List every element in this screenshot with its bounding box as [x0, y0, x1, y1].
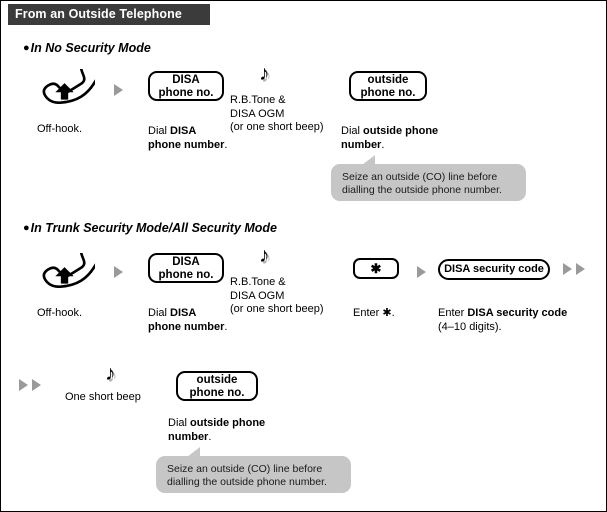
disa-box-line1: DISA — [172, 73, 200, 86]
outside-caption-1: Dial outside phone number. — [341, 125, 439, 151]
tone-caption-1: R.B.Tone & DISA OGM (or one short beep) — [230, 94, 324, 133]
bullet-icon-2: ● — [23, 222, 30, 234]
flow-arrow-2b — [417, 266, 426, 278]
tone-note-icon-2: ♪ — [259, 244, 270, 267]
callout-bubble-1: Seize an outside (CO) line before dialli… — [331, 155, 526, 201]
offhook-caption-1: Off-hook. — [37, 123, 83, 135]
continue-arrow-2a — [563, 263, 572, 275]
flow-arrow-2a — [114, 266, 123, 278]
tone-note-icon-1: ♪ — [259, 62, 270, 85]
section-heading-no-security: ●In No Security Mode — [23, 41, 151, 55]
continue-arrow-3b — [32, 379, 41, 391]
beep-note-icon: ♪ — [105, 362, 116, 385]
disa-phone-no-box-2: DISA phone no. — [148, 253, 224, 283]
outside-phone-no-box-1: outside phone no. — [349, 71, 427, 101]
outside-box-line1: outside — [367, 73, 409, 86]
disa-caption-2: Dial DISA phone number. — [148, 307, 228, 333]
disa-security-code-box: DISA security code — [438, 259, 550, 280]
disa-caption-1: Dial DISA phone number. — [148, 125, 228, 151]
figure-title: From an Outside Telephone — [8, 4, 210, 25]
offhook-caption-2: Off-hook. — [37, 307, 83, 319]
bullet-icon: ● — [23, 42, 30, 54]
bubble-tail-icon — [353, 155, 375, 165]
off-hook-handset-icon-2 — [42, 253, 95, 288]
bubble-tail-icon-2 — [178, 447, 200, 457]
callout-bubble-2: Seize an outside (CO) line before dialli… — [156, 447, 351, 493]
outside-caption-2: Dial outside phone number. — [168, 417, 266, 443]
star-key-box: ✱ — [353, 258, 399, 279]
outside-phone-no-box-2: outside phone no. — [176, 371, 258, 401]
star-glyph-icon: ✱ — [370, 261, 382, 276]
tone-caption-2: R.B.Tone & DISA OGM (or one short beep) — [230, 276, 324, 315]
flow-arrow-1a — [114, 84, 123, 96]
off-hook-handset-icon — [42, 69, 95, 104]
continue-arrow-3a — [19, 379, 28, 391]
section-heading-label: In No Security Mode — [30, 41, 151, 55]
outside-box-line2: phone no. — [360, 86, 416, 99]
beep-caption: One short beep — [65, 391, 141, 403]
disa-phone-no-box-1: DISA phone no. — [148, 71, 224, 101]
disa-box-line2: phone no. — [158, 86, 214, 99]
section-heading-label-2: In Trunk Security Mode/All Security Mode — [30, 221, 278, 235]
disa-security-code-caption: Enter DISA security code (4–10 digits). — [438, 307, 568, 333]
section-heading-trunk-security: ●In Trunk Security Mode/All Security Mod… — [23, 221, 277, 235]
star-caption: Enter ✱. — [353, 307, 395, 319]
continue-arrow-2b — [576, 263, 585, 275]
